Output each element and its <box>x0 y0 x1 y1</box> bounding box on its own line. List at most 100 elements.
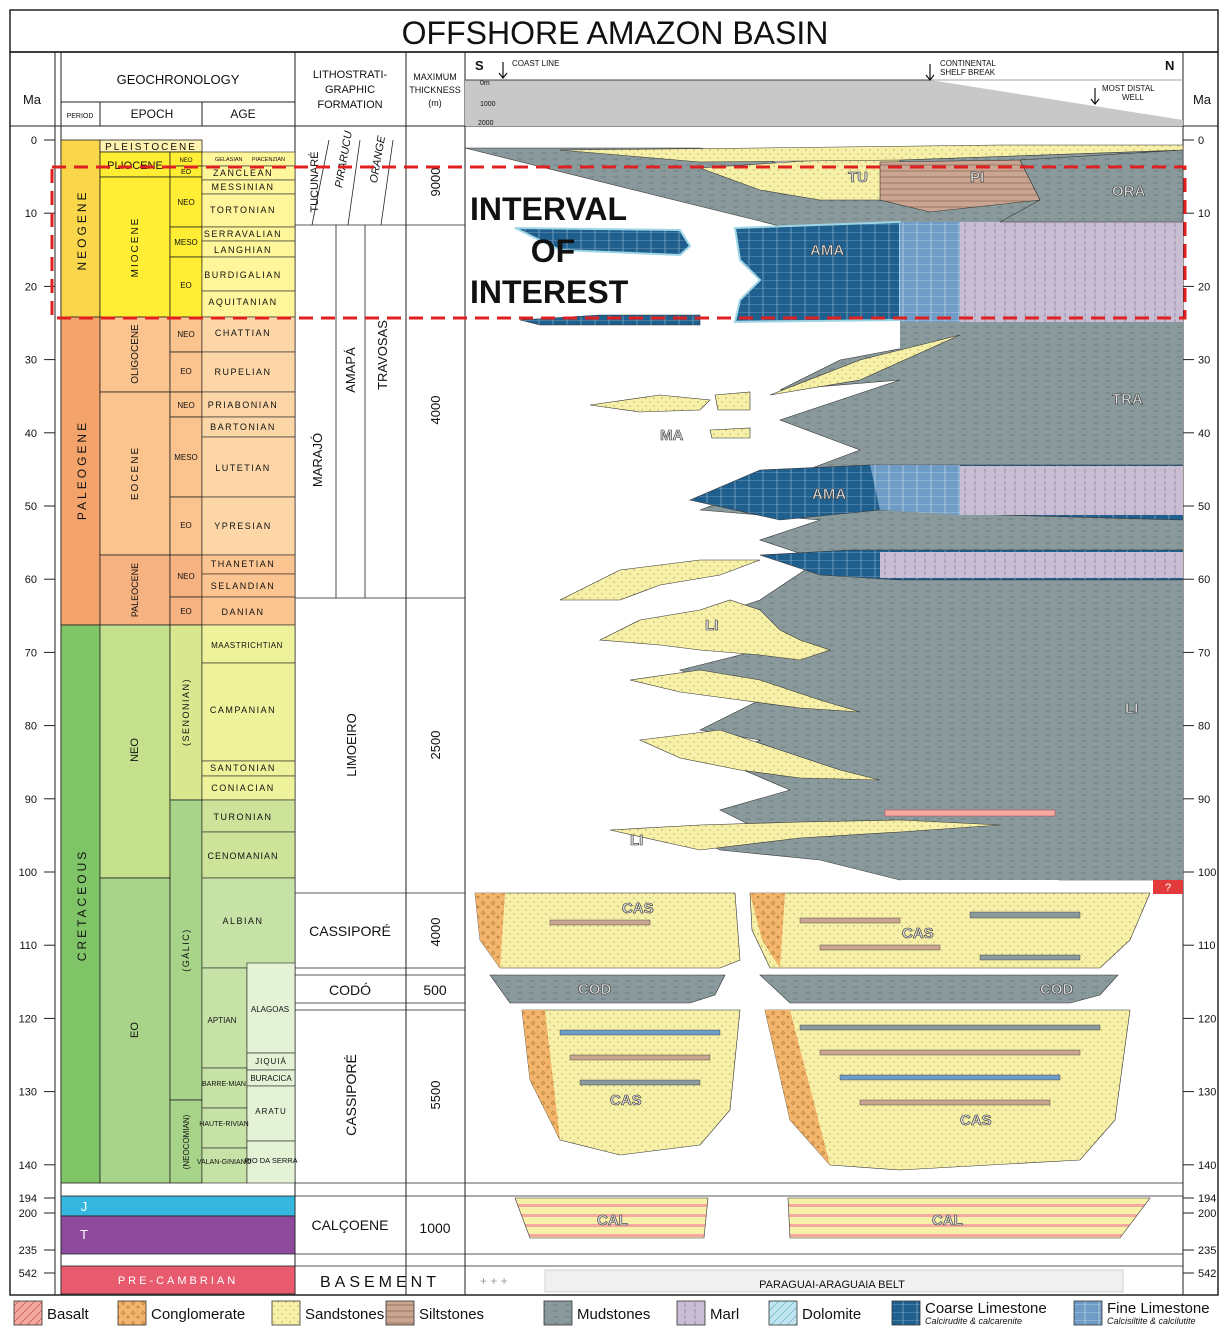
subepoch-eo-paleocene: EO <box>180 607 192 616</box>
period-precambrian <box>60 1265 296 1295</box>
legend-label-basalt: Basalt <box>47 1306 90 1323</box>
age-chattian: CHATTIAN <box>215 328 271 338</box>
legend-swatch-dolomite <box>768 1300 798 1326</box>
cassipore-lower-interbeds <box>559 1024 1101 1106</box>
label-paraguai-araguaia: PARAGUAI-ARAGUAIA BELT <box>759 1279 905 1291</box>
age-hauterivian: HAUTE-RIVIAN <box>199 1121 248 1128</box>
ma-label-right-140: 140 <box>1198 1160 1216 1172</box>
period-paleogene-label: PALEOGENE <box>75 420 89 520</box>
local-age-rio-da-serra: RIO DA SERRA <box>244 1156 297 1165</box>
label-tra: TRA <box>1112 391 1143 408</box>
ma-label-left-90: 90 <box>25 794 37 806</box>
amapa-limestone-upper-east <box>733 220 901 324</box>
period-jurassic <box>60 1195 296 1217</box>
limoeiro-sand-tongue-4 <box>609 819 1001 851</box>
ma-label-right-40: 40 <box>1198 428 1210 440</box>
epoch-eocene-label: EOCENE <box>130 446 141 500</box>
legend-sublabel-coarse-limestone: Calcirudite & calcarenite <box>925 1316 1022 1326</box>
period-neogene <box>60 139 101 318</box>
formation-limoeiro: LIMOEIRO <box>344 713 359 777</box>
ma-label-right-10: 10 <box>1198 208 1210 220</box>
period-cretaceous <box>60 624 101 1184</box>
age-piacenzian: PIACENZIAN <box>252 157 285 163</box>
legend-swatch-marl <box>676 1300 706 1326</box>
litho-header-3: FORMATION <box>317 99 382 111</box>
age-langhian: LANGHIAN <box>214 245 272 255</box>
legend-swatch-siltstones <box>385 1300 415 1326</box>
geochronology-header: GEOCHRONOLOGY <box>117 72 240 87</box>
local-age-jiquia: JIQUIÁ <box>255 1057 287 1066</box>
formation-cassipore-upper: CASSIPORÉ <box>309 923 391 939</box>
formation-codo: CODÓ <box>329 982 371 998</box>
ma-label-left-110: 110 <box>19 940 37 952</box>
thickness-header-2: THICKNESS <box>409 85 461 95</box>
thickness-500: 500 <box>423 982 447 998</box>
period-j-label: J <box>81 1199 88 1214</box>
ma-label-left-120: 120 <box>19 1013 37 1025</box>
ma-label-right-70: 70 <box>1198 647 1210 659</box>
ma-label-left-0: 0 <box>31 135 37 147</box>
subepoch-meso-miocene: MESO <box>174 238 198 247</box>
age-maastrichtian: MAASTRICHTIAN <box>211 641 283 650</box>
label-ama-eocene: AMA <box>812 486 846 503</box>
formation-cassipore-lower: CASSIPORÉ <box>343 1054 359 1136</box>
ma-label-right-120: 120 <box>1198 1013 1216 1025</box>
south-label: S <box>475 58 484 73</box>
age-burdigalian: BURDIGALIAN <box>204 270 282 280</box>
formation-orange: ORANGE <box>368 134 388 184</box>
depth-label-1000: 1000 <box>480 101 496 108</box>
formation-lines <box>295 139 1183 1267</box>
ma-label-right-110: 110 <box>1198 940 1216 952</box>
thickness-4000-cassipore: 4000 <box>428 918 443 947</box>
age-rupelian: RUPELIAN <box>214 367 271 377</box>
epoch-eo-label: EO <box>129 1022 141 1038</box>
limoeiro-sand-tongue-1 <box>598 599 831 661</box>
ma-label-right-0: 0 <box>1198 135 1204 147</box>
ma-label-left-140: 140 <box>19 1160 37 1172</box>
age-cells <box>201 151 296 1184</box>
ma-label-left-60: 60 <box>25 574 37 586</box>
marajo-fragment-3 <box>709 427 751 439</box>
marl-eocene <box>960 466 1183 515</box>
age-aptian: APTIAN <box>208 1016 237 1025</box>
legend-label-marl: Marl <box>710 1306 739 1323</box>
subepoch-cells <box>169 151 203 1184</box>
marl-paleocene <box>880 552 1183 578</box>
age-cenomanian: CENOMANIAN <box>207 851 278 861</box>
formation-amapa: AMAPÁ <box>343 347 358 393</box>
ma-label-left-30: 30 <box>25 355 37 367</box>
codo-west <box>489 974 726 1004</box>
cassipore-conglomerate-east <box>750 893 785 968</box>
ma-label-right-542: 542 <box>1198 1268 1216 1280</box>
depth-label-0: 0m <box>480 80 490 87</box>
age-tortonian: TORTONIAN <box>210 205 276 215</box>
formation-basement: BASEMENT <box>320 1274 440 1291</box>
age-turonian: TURONIAN <box>214 812 273 822</box>
legend-swatch-basalt <box>13 1300 43 1326</box>
legend-swatch-sandstones <box>271 1300 301 1326</box>
coast-line-arrow <box>498 62 508 79</box>
ma-label-right-80: 80 <box>1198 721 1210 733</box>
ma-label-left-100: 100 <box>19 867 37 879</box>
unknown-marker-label: ? <box>1165 882 1171 894</box>
label-cal-2: CAL <box>932 1212 963 1229</box>
ma-label-left-70: 70 <box>25 647 37 659</box>
subepoch-eo-miocene: EO <box>180 281 192 290</box>
legend-label-sandstones: Sandstones <box>305 1306 384 1323</box>
ma-label-right-194: 194 <box>1198 1193 1216 1205</box>
legend-swatch-coarse-limestone <box>891 1300 921 1326</box>
age-bartonian: BARTONIAN <box>210 422 276 432</box>
epoch-paleocene-label: PALEOCENE <box>130 563 140 617</box>
cassipore-lower-conglomerate-east <box>765 1010 830 1165</box>
ma-label-left-20: 20 <box>25 281 37 293</box>
legend-label-mudstones: Mudstones <box>577 1306 650 1323</box>
age-gelasian: GELASIAN <box>215 157 243 163</box>
epoch-header: EPOCH <box>131 107 174 121</box>
label-li-2: LI <box>1125 700 1138 717</box>
shelf-break-label-2: SHELF BREAK <box>940 68 996 77</box>
limoeiro-sand-tongue-2 <box>629 669 861 713</box>
formation-tucunare: TUCUNARÉ <box>308 151 321 212</box>
ma-label-right-90: 90 <box>1198 794 1210 806</box>
